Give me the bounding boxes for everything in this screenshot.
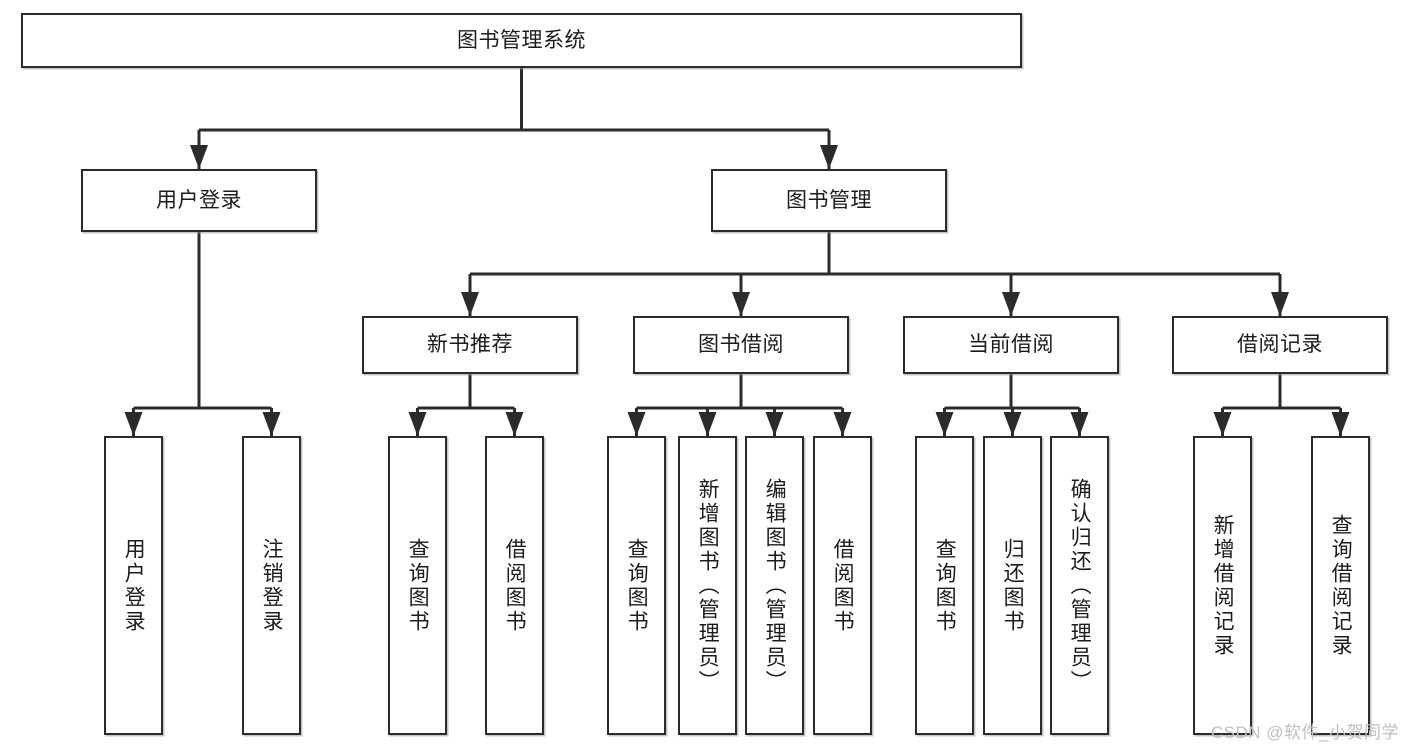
node-label: 查询图书 (406, 537, 430, 634)
arrowhead-newbook (461, 292, 479, 316)
arrowhead-l-query2 (627, 412, 646, 436)
arrowhead-current (1002, 292, 1020, 316)
node-bookmgmt: 图书管理 (711, 169, 947, 232)
node-label: 图书借阅 (698, 333, 784, 357)
node-borrow: 图书借阅 (633, 316, 849, 374)
node-l-add: 新增图书（管理员） (678, 436, 737, 735)
arrowhead-l-confirm (1070, 412, 1089, 436)
node-l-login: 用户登录 (104, 436, 163, 735)
arrowhead-login (190, 145, 208, 169)
node-label: 编辑图书（管理员） (763, 477, 787, 694)
arrowhead-l-query3 (935, 412, 954, 436)
node-label: 新增借阅记录 (1211, 513, 1235, 658)
node-records: 借阅记录 (1172, 316, 1388, 374)
node-label: 归还图书 (1001, 537, 1025, 634)
arrowhead-l-logout (262, 412, 281, 436)
arrowhead-l-queryrec (1331, 412, 1350, 436)
arrowhead-l-borrow1 (505, 412, 524, 436)
node-newbook: 新书推荐 (362, 316, 578, 374)
arrowhead-l-addrec (1213, 412, 1232, 436)
node-label: 当前借阅 (968, 333, 1054, 357)
arrowhead-l-edit (765, 412, 784, 436)
node-login: 用户登录 (81, 169, 317, 232)
node-label: 查询图书 (933, 537, 957, 634)
arrowhead-records (1271, 292, 1289, 316)
node-root: 图书管理系统 (21, 13, 1022, 68)
arrowhead-l-add (698, 412, 717, 436)
arrowhead-bookmgmt (820, 145, 838, 169)
arrowhead-borrow (732, 292, 750, 316)
node-l-queryrec: 查询借阅记录 (1311, 436, 1370, 735)
node-label: 新书推荐 (427, 333, 513, 357)
node-label: 注销登录 (260, 537, 284, 634)
node-label: 借阅图书 (831, 537, 855, 634)
node-l-confirm: 确认归还（管理员） (1050, 436, 1109, 735)
arrowhead-l-borrow2 (833, 412, 852, 436)
node-l-return: 归还图书 (983, 436, 1042, 735)
node-l-borrow1: 借阅图书 (485, 436, 544, 735)
node-label: 借阅记录 (1237, 333, 1323, 357)
node-l-edit: 编辑图书（管理员） (745, 436, 804, 735)
node-current: 当前借阅 (903, 316, 1119, 374)
arrowhead-l-return (1003, 412, 1022, 436)
node-label: 借阅图书 (503, 537, 527, 634)
node-label: 新增图书（管理员） (696, 477, 720, 694)
node-l-query3: 查询图书 (915, 436, 974, 735)
node-label: 查询借阅记录 (1329, 513, 1353, 658)
node-label: 用户登录 (122, 537, 146, 634)
node-l-query1: 查询图书 (388, 436, 447, 735)
arrowhead-l-query1 (408, 412, 427, 436)
node-l-addrec: 新增借阅记录 (1193, 436, 1252, 735)
node-label: 用户登录 (156, 188, 242, 212)
node-l-borrow2: 借阅图书 (813, 436, 872, 735)
arrowhead-l-login (124, 412, 143, 436)
node-label: 图书管理 (786, 188, 872, 212)
node-l-logout: 注销登录 (242, 436, 301, 735)
node-l-query2: 查询图书 (607, 436, 666, 735)
node-label: 查询图书 (625, 537, 649, 634)
node-label: 图书管理系统 (457, 28, 586, 52)
node-label: 确认归还（管理员） (1068, 477, 1092, 694)
